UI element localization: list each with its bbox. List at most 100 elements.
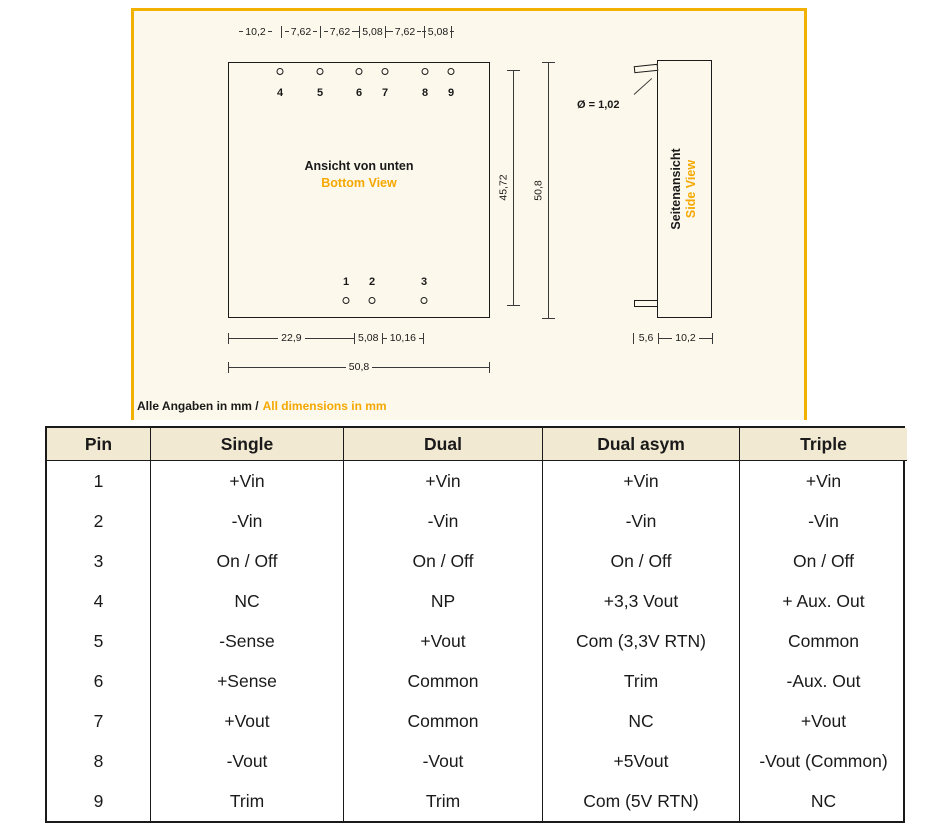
dim-tick (423, 332, 424, 344)
pin-hole-7 (381, 68, 389, 75)
pin-hole-3 (420, 297, 428, 304)
table-cell: +Vout (150, 701, 343, 741)
pin-diameter-label: Ø = 1,02 (577, 99, 620, 111)
table-cell: +5Vout (542, 741, 739, 781)
table-header-dual: Dual (343, 428, 542, 461)
dim-label: 5,08 (358, 332, 379, 344)
table-cell: On / Off (542, 541, 739, 581)
dimension-segment: 5,08 (360, 25, 386, 38)
bottom-view-total-width-dimension: 50,8 (228, 361, 490, 373)
table-cell: +3,3 Vout (542, 581, 739, 621)
table-cell: +Vin (739, 461, 907, 501)
dim-label: 7,62 (290, 25, 312, 38)
dim-tick (228, 332, 229, 344)
pin-hole-4 (276, 68, 284, 75)
pin-number: 9 (447, 87, 455, 99)
pin-number: 5 (316, 87, 324, 99)
side-view-outline (657, 60, 712, 318)
dim-label: 7,62 (329, 25, 351, 38)
dim-label-height-total: 50,8 (532, 180, 545, 201)
dim-line (229, 366, 346, 368)
table-cell: 9 (93, 790, 104, 811)
bottom-view-title-en: Bottom View (321, 176, 397, 190)
panel-border-top (131, 8, 807, 11)
table-cell: Trim (150, 781, 343, 821)
table-cell: -Vout (150, 741, 343, 781)
dimension-segment: 5,08 (425, 25, 452, 38)
table-cell: On / Off (739, 541, 907, 581)
dim-label: 10,2 (245, 25, 266, 38)
table-cell: NC (542, 701, 739, 741)
table-cell: 1 (93, 470, 104, 491)
dim-line (419, 337, 423, 339)
table-cell: +Vin (150, 461, 343, 501)
dim-tick (381, 332, 383, 344)
dim-tick (353, 332, 355, 344)
table-cell: 3 (93, 550, 104, 571)
dim-line (382, 337, 387, 339)
dim-label: 10,16 (389, 332, 416, 344)
table-cell: -Sense (150, 621, 343, 661)
table-cell: +Vin (542, 461, 739, 501)
pin-number: 8 (421, 87, 429, 99)
table-cell: Com (3,3V RTN) (542, 621, 739, 661)
pin-hole-8 (421, 68, 429, 75)
dim-line (372, 366, 489, 368)
table-cell: -Vin (343, 501, 542, 541)
bottom-view-top-dimensions: 10,2 7,62 7,62 5,08 7,62 5,08 (230, 25, 452, 38)
table-cell: Trim (542, 661, 739, 701)
table-cell: + Aux. Out (739, 581, 907, 621)
side-view-title-de: Seitenansicht (669, 148, 683, 230)
side-view-title: Seitenansicht Side View (669, 129, 699, 249)
pin-hole-1 (342, 297, 350, 304)
dim-tick (633, 332, 634, 344)
table-cell: Common (343, 661, 542, 701)
dimension-segment: 7,62 (386, 25, 425, 38)
table-cell: -Vout (343, 741, 542, 781)
table-cell: -Vout (Common) (739, 741, 907, 781)
table-cell: -Vin (739, 501, 907, 541)
pinout-table: Pin Single Dual Dual asym Triple 1 +Vin … (45, 426, 907, 823)
table-cell: Trim (343, 781, 542, 821)
dimension-segment: 7,62 (282, 25, 321, 38)
drawing-panel (131, 8, 807, 420)
table-header-triple: Triple (739, 428, 907, 461)
dim-label: 22,9 (281, 332, 302, 344)
dim-label: 7,62 (394, 25, 416, 38)
table-cell: NC (739, 781, 907, 821)
units-note-de: Alle Angaben in mm / (137, 399, 259, 413)
bottom-view-title: Ansicht von unten Bottom View (238, 159, 480, 190)
bottom-view-bottom-dimensions: 22,9 5,08 10,16 (228, 332, 424, 344)
table-cell: 7 (93, 710, 104, 731)
dimension-line (513, 70, 514, 306)
table-cell: 8 (93, 750, 104, 771)
dim-tick (489, 361, 490, 373)
side-view-pin-bottom (634, 300, 658, 307)
side-view-bottom-dimensions: 5,6 10,2 (633, 332, 713, 344)
dim-tick (712, 332, 713, 344)
table-cell: +Vout (739, 701, 907, 741)
table-header-single: Single (150, 428, 343, 461)
table-cell: 4 (93, 590, 104, 611)
units-note: Alle Angaben in mm /All dimensions in mm (137, 399, 387, 413)
table-cell: NP (343, 581, 542, 621)
dim-tick (228, 361, 229, 373)
dim-line (229, 337, 279, 339)
table-cell: Com (5V RTN) (542, 781, 739, 821)
table-cell: NC (150, 581, 343, 621)
dim-label: 5,08 (427, 25, 449, 38)
table-header-dual-asym: Dual asym (542, 428, 739, 461)
pin-hole-2 (368, 297, 376, 304)
dim-label: 5,6 (638, 332, 654, 344)
table-cell: +Vout (343, 621, 542, 661)
bottom-view-title-de: Ansicht von unten (304, 159, 414, 173)
dim-label: 5,08 (362, 25, 383, 38)
dimension-segment: 7,62 (321, 25, 360, 38)
dimension-segment: 10,2 (230, 25, 282, 38)
table-cell: -Aux. Out (739, 661, 907, 701)
pin-number: 3 (420, 276, 428, 288)
table-cell: +Vin (343, 461, 542, 501)
dim-line (659, 337, 673, 339)
units-note-en: All dimensions in mm (262, 399, 387, 413)
